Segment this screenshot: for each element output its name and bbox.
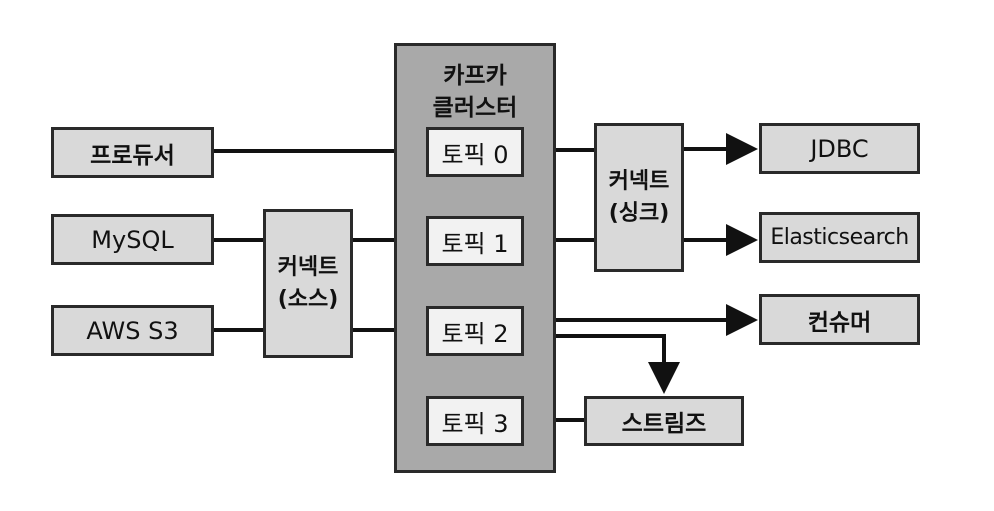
producer-box: 프로듀서 [51,127,214,178]
consumer-box: 컨슈머 [759,294,920,345]
elasticsearch-box: Elasticsearch [759,212,920,263]
sink-connect-box: 커넥트 (싱크) [594,123,684,272]
topic-1: 토픽 1 [426,216,524,266]
aws-s3-box: AWS S3 [51,305,214,356]
source-connect-box: 커넥트 (소스) [263,209,353,358]
streams-box: 스트림즈 [584,396,744,446]
topic-2: 토픽 2 [426,306,524,356]
sink-connect-line2: (싱크) [608,200,670,226]
jdbc-box: JDBC [759,123,920,174]
kafka-cluster-title: 카프카 클러스터 [433,60,518,124]
source-connect-line1: 커넥트 [277,254,339,280]
kafka-cluster-title-line2: 클러스터 [432,95,518,121]
kafka-cluster-title-line1: 카프카 [443,63,507,89]
arrow-topic2-to-streams [524,334,680,394]
topic-0: 토픽 0 [426,127,524,177]
sink-connect-line1: 커넥트 [608,168,670,194]
topic-3: 토픽 3 [426,396,524,446]
mysql-box: MySQL [51,214,214,265]
source-connect-line2: (소스) [277,286,339,312]
